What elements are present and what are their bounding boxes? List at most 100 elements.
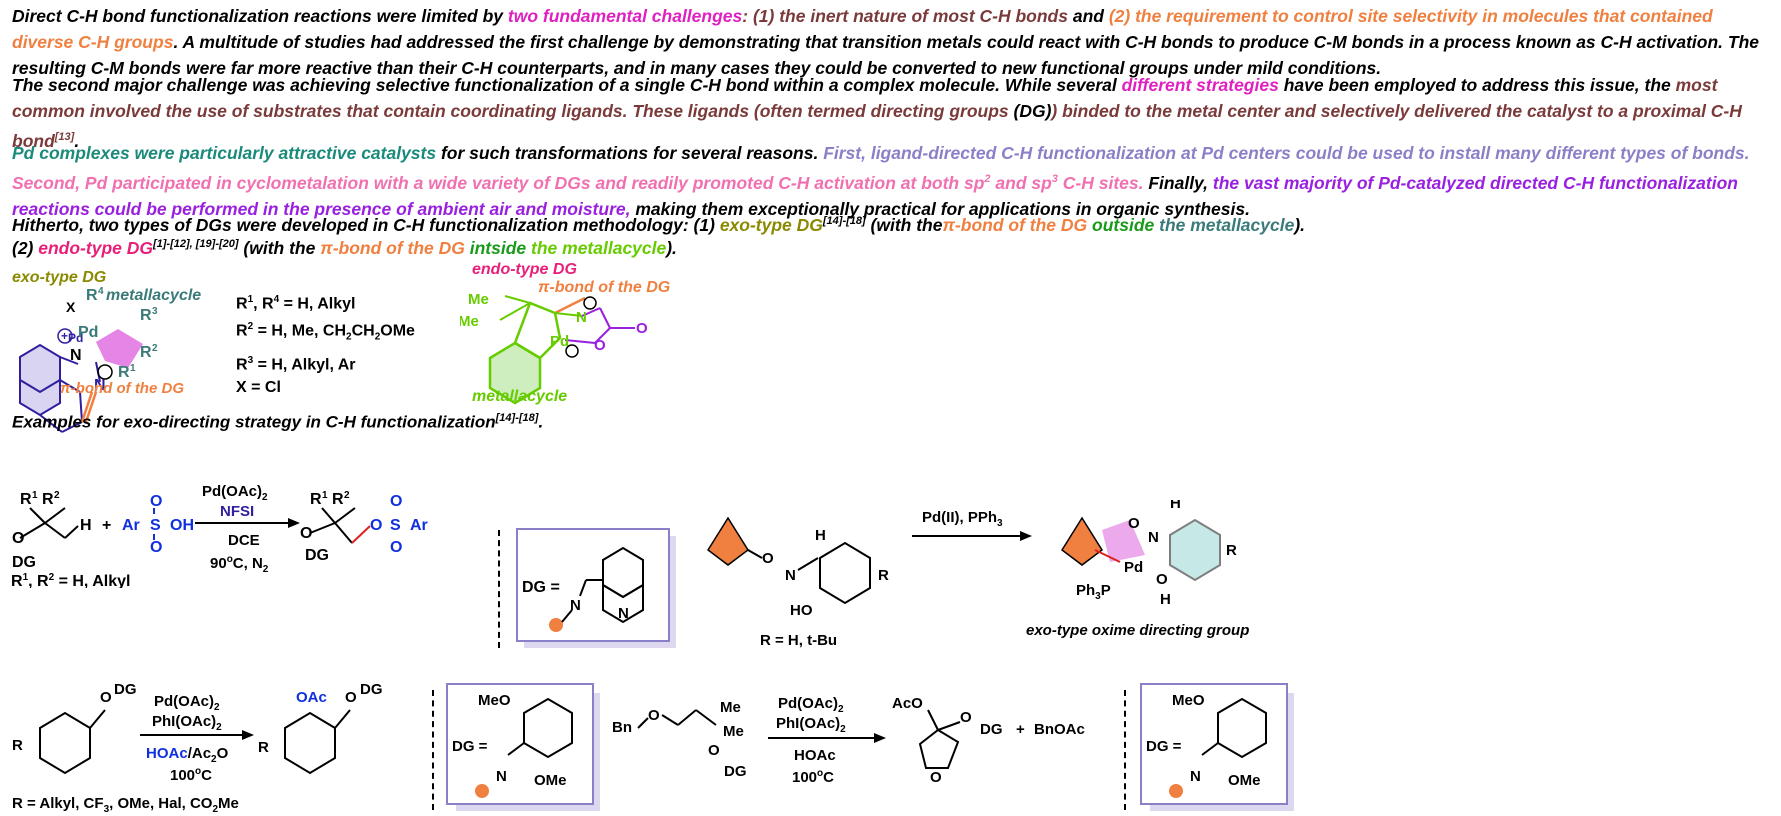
highlight-strategies: different strategies	[1121, 75, 1279, 95]
bond	[309, 522, 336, 534]
benzene-ring	[523, 697, 573, 759]
r-sup: 2	[344, 490, 350, 501]
bond	[59, 379, 81, 393]
highlight-metallacycle: the metallacycle	[1154, 214, 1295, 235]
text-span: for such transformations for several rea…	[436, 143, 824, 163]
ho-label: HO	[790, 602, 813, 619]
subscript: 2	[374, 331, 381, 343]
bond	[561, 609, 573, 623]
dg-label: DG	[724, 763, 747, 780]
metallacycle-label: metallacycle	[106, 287, 201, 304]
o-label: O	[1156, 571, 1168, 588]
text-span: (DG)	[1013, 101, 1052, 121]
highlight-pd: Pd complexes were particularly attractiv…	[12, 143, 437, 163]
bond	[39, 414, 63, 433]
endo-title: endo-type DG	[472, 261, 577, 278]
o-label: O	[150, 539, 162, 556]
highlight-inert: the inert nature of most C-H bonds	[779, 6, 1068, 26]
text-span: R	[236, 356, 248, 374]
bond	[927, 709, 939, 731]
def-r3: R3 = H, Alkyl, Ar	[236, 349, 415, 376]
o-label: O	[150, 493, 162, 510]
bond	[554, 312, 583, 317]
arrowhead-icon	[288, 518, 300, 528]
n-label: N	[94, 377, 106, 394]
meo-label: MeO	[1172, 692, 1205, 709]
oxime-caption: exo-type oxime directing group	[1026, 622, 1249, 639]
dg-box-dimethoxy-2: MeO DG = N OMe	[1140, 683, 1288, 805]
s-label: S	[150, 517, 161, 534]
o-label: O	[1128, 515, 1140, 532]
r-label: R	[42, 491, 54, 508]
pi-bond-line	[84, 391, 98, 423]
bond	[637, 717, 649, 729]
dg-label: DG	[980, 721, 1003, 738]
n-label: N	[1148, 529, 1159, 546]
cond-label: 90oC, N2	[210, 554, 269, 575]
r-label: R	[310, 491, 322, 508]
scheme2-reaction: O N H R HO R = H, t-Bu Pd(II), PPh3 O N …	[706, 500, 1249, 649]
text-span: .	[74, 130, 80, 151]
h-label: H	[815, 527, 826, 544]
text-span: ).	[1294, 214, 1306, 235]
text-span: : (1)	[742, 6, 780, 26]
o-label: O	[300, 525, 312, 542]
text-span: have been employed to address this issue…	[1278, 75, 1676, 95]
n-label: N	[570, 597, 581, 614]
highlight-second: C-H sites.	[1057, 172, 1144, 193]
new-bond	[1094, 549, 1121, 563]
dg-label: DG	[12, 554, 36, 571]
n-label: N	[70, 347, 82, 364]
text-span: making them exceptionally practical for …	[630, 198, 1250, 219]
bond	[594, 327, 611, 344]
def-r1-r4: R1, R4 = H, Alkyl	[236, 288, 415, 315]
pi-bond-line	[554, 296, 586, 315]
arrowhead-icon	[874, 733, 886, 743]
solvent-label: HOAc/Ac2O	[146, 745, 229, 765]
h-label: H	[1160, 591, 1171, 608]
o-label: O	[390, 493, 402, 510]
highlight-endo: endo-type DG	[38, 237, 153, 258]
me-label: Me	[460, 313, 479, 330]
pi-bond-line	[80, 391, 94, 423]
attach-point-icon	[1169, 784, 1183, 798]
dg-equals-label: DG =	[522, 579, 560, 596]
text-span: ).	[666, 237, 677, 258]
o-label: O	[648, 707, 660, 724]
quinoline-ring-2	[19, 378, 61, 417]
paragraph-selectivity: The second major challenge was achieving…	[12, 72, 1777, 154]
endo-pibond-label: π-bond of the DG	[538, 279, 670, 296]
r-sup: 1	[32, 490, 38, 501]
new-bond	[351, 525, 371, 544]
attach-point-icon	[475, 784, 489, 798]
attach-point-icon	[549, 618, 563, 632]
bn-label: Bn	[612, 719, 632, 736]
benzene-ring	[1217, 697, 1267, 759]
bond	[937, 721, 961, 731]
r2-sup: 2	[152, 343, 158, 354]
reagent-label: Pd(OAc)2	[154, 693, 220, 713]
dg-label: DG	[305, 547, 329, 564]
me-label: Me	[723, 723, 744, 740]
text-span: Examples for exo-directing strategy in C…	[12, 412, 496, 432]
r4-label: R	[86, 287, 98, 304]
r-sup: 1	[322, 490, 328, 501]
text-span: = H, Me, CH	[253, 322, 347, 340]
bond	[504, 295, 531, 304]
ring	[602, 583, 644, 624]
temp-label: 100oC	[792, 768, 834, 786]
reference: [13]	[54, 131, 75, 143]
superscript: 2	[247, 321, 254, 333]
r-label: R	[1226, 542, 1237, 559]
oac-label: OAc	[296, 689, 327, 706]
o-label: O	[636, 320, 648, 337]
bond	[64, 525, 79, 539]
paragraph-challenges: Direct C-H bond functionalization reacti…	[12, 3, 1777, 81]
text-span: Direct C-H bond functionalization reacti…	[12, 6, 508, 26]
o-label: O	[100, 689, 112, 706]
bond	[334, 507, 356, 524]
dg-box-dimethoxy: MeO DG = N OMe	[446, 683, 594, 805]
oh-label: OH	[170, 517, 194, 534]
plus-label: +	[1016, 721, 1025, 738]
text-span: The second major challenge was achieving…	[12, 75, 1122, 95]
